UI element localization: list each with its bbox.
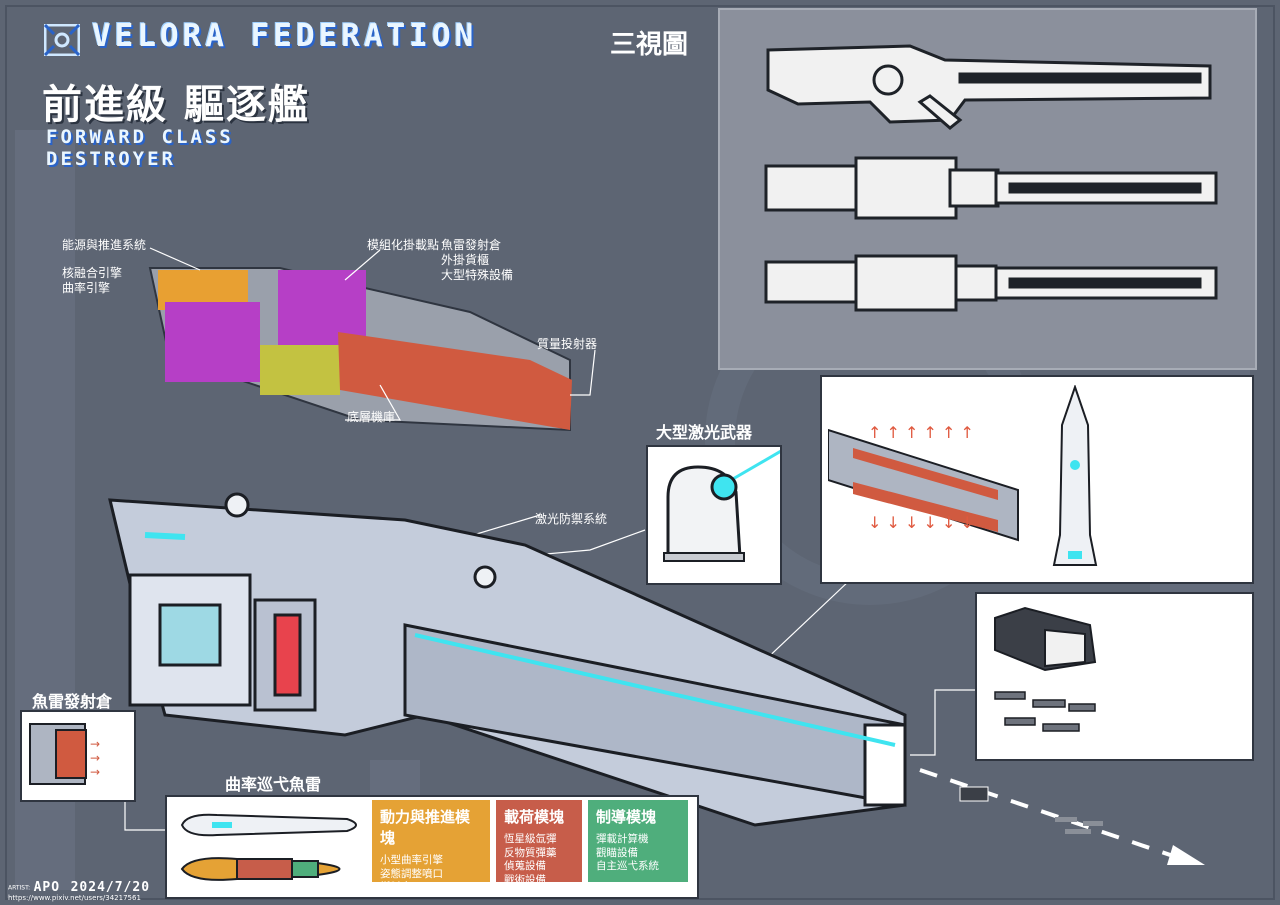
warhead-item: 次聲波殺傷彈頭	[1118, 489, 1213, 506]
side-view	[766, 44, 1212, 130]
torpedo-panel: 動力與推進模塊 小型曲率引擎 姿態調整噴口 燃料倉 載荷模塊 恆星級氙彈 反物質…	[165, 795, 699, 899]
engine-block	[165, 302, 260, 382]
missile-title: 制導反艦導彈	[1118, 398, 1220, 418]
hangar-module-block	[260, 345, 340, 395]
module-card-power: 動力與推進模塊 小型曲率引擎 姿態調整噴口 燃料倉	[372, 800, 490, 893]
module-item: 偵蒐設備	[504, 860, 546, 872]
module-item: 戰術設備	[504, 873, 546, 886]
vls-title: 垂直發射系統	[872, 398, 974, 418]
page-title: 前進級 驅逐艦	[42, 82, 310, 128]
svg-text:↓ ↓ ↓ ↓ ↓ ↓: ↓ ↓ ↓ ↓ ↓ ↓	[868, 513, 974, 532]
module-card-guidance: 制導模塊 彈載計算機 觀瞄設備 自主巡弋系統	[588, 800, 688, 882]
label-mount-item-2: 外掛貨櫃	[441, 253, 490, 267]
three-view-title: 三視圖	[610, 30, 689, 60]
mass-driver-block	[338, 332, 572, 430]
ammo-list: 鎢鐵合金常規彈 貧鈾穿甲彈 近炸榴霰彈 精確導引炮彈 簡併態物質超重彈	[1120, 642, 1228, 745]
artist-label: ARTIST:	[8, 884, 31, 892]
label-mount-item-1: 魚雷發射倉	[441, 238, 502, 252]
artist-name: APO	[33, 880, 61, 895]
module-title: 制導模塊	[596, 808, 657, 826]
federation-logo-icon	[44, 24, 80, 56]
torpedo-bay-title: 魚雷發射倉	[32, 692, 113, 711]
label-power: 能源與推進系統	[62, 238, 147, 252]
module-item: 彈載計算機	[596, 833, 649, 845]
label-engines-1: 核融合引擎	[62, 266, 123, 280]
label-mount-item-3: 大型特殊設備	[441, 268, 514, 282]
artist-url[interactable]: https://www.pixiv.net/users/34217561	[8, 894, 141, 902]
label-mount: 模組化掛載點	[367, 238, 440, 252]
projectile-trail	[919, 768, 1205, 865]
laser-turret-drawing	[663, 445, 789, 562]
torpedo-drawing	[180, 813, 357, 881]
bottom-view	[764, 254, 1218, 312]
module-item: 小型曲率引擎	[380, 854, 443, 866]
torpedo-bay-drawing: →→→	[29, 723, 100, 785]
warhead-item: 戰術核彈頭	[1118, 530, 1186, 547]
laser-turret-box	[646, 445, 789, 585]
laser-weapon-title: 大型激光武器	[656, 423, 753, 442]
module-title: 動力與推進模塊	[380, 808, 471, 847]
warhead-item: 串聯破甲彈頭	[1118, 448, 1199, 465]
ammo-drawing	[994, 606, 1097, 732]
modules-diagram	[148, 267, 572, 432]
label-engines-2: 曲率引擎	[62, 281, 111, 295]
brand-name: VELORA FEDERATION	[92, 18, 478, 54]
artist-date: 2024/7/20	[70, 880, 151, 895]
module-item: 反物質彈藥	[504, 846, 557, 859]
torpedo-title: 曲率巡弋魚雷	[225, 775, 322, 794]
destroyer-illustration	[108, 492, 907, 827]
ammo-item: 簡併態物質超重彈	[1120, 726, 1228, 742]
svg-text:→: →	[90, 751, 100, 765]
warhead-item: 電磁脈衝彈頭	[1118, 469, 1199, 485]
warhead-item: 常規反艦彈頭	[1118, 428, 1199, 444]
module-item: 燃料倉	[380, 881, 412, 893]
ammo-item: 貧鈾穿甲彈	[1120, 664, 1188, 681]
laser-defense-label: 激光防禦系統	[535, 512, 608, 526]
svg-text:→: →	[90, 737, 100, 751]
module-item: 恆星級氙彈	[504, 833, 557, 845]
torpedo-bay-box: →→→	[20, 710, 136, 802]
top-view	[764, 156, 1218, 220]
subtitle-line1: FORWARD CLASS	[46, 126, 234, 148]
module-card-payload: 載荷模塊 恆星級氙彈 反物質彈藥 偵蒐設備 戰術設備	[496, 800, 582, 886]
svg-text:→: →	[90, 765, 100, 779]
warhead-list: 常規反艦彈頭 串聯破甲彈頭 電磁脈衝彈頭 次聲波殺傷彈頭 干擾煙霧彈頭 戰術核彈…	[1118, 426, 1213, 549]
ammo-item: 近炸榴霰彈	[1120, 685, 1188, 701]
module-item: 自主巡弋系統	[596, 860, 659, 872]
module-item: 姿態調整噴口	[380, 867, 443, 880]
ammo-item: 精確導引炮彈	[1120, 705, 1201, 722]
three-view-drawings	[764, 44, 1218, 312]
artist-credit: ARTIST: APO 2024/7/20	[8, 880, 150, 895]
warhead-item: 干擾煙霧彈頭	[1118, 510, 1199, 526]
module-item: 觀瞄設備	[596, 846, 638, 859]
vls-drawing: ↑ ↑ ↑ ↑ ↑ ↑ ↓ ↓ ↓ ↓ ↓ ↓	[828, 423, 1019, 542]
label-mass-driver: 質量投射器	[537, 337, 598, 351]
module-title: 載荷模塊	[504, 808, 565, 826]
subtitle-line2: DESTROYER	[46, 148, 176, 170]
missile-drawing	[1052, 385, 1098, 566]
three-view-panel	[718, 8, 1257, 370]
ammo-item: 鎢鐵合金常規彈	[1120, 644, 1215, 660]
svg-text:↑ ↑ ↑ ↑ ↑ ↑: ↑ ↑ ↑ ↑ ↑ ↑	[868, 423, 974, 442]
ammo-title: 質量投射彈藥	[1120, 615, 1222, 635]
